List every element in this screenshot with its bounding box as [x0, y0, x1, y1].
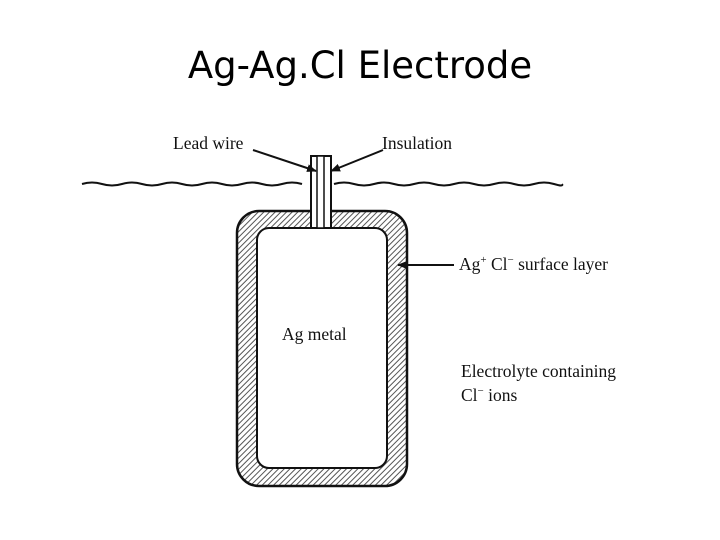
electrolyte-label-line1: Electrolyte containing: [461, 361, 616, 381]
lead-wire-arrow: [252, 149, 317, 172]
surface-layer-label: Ag+ Cl− surface layer: [459, 254, 608, 274]
insulation-arrow: [330, 149, 384, 172]
ag-metal-label: Ag metal: [282, 324, 347, 344]
electrolyte-surface-line: [81, 181, 564, 187]
lead-wire-label: Lead wire: [173, 133, 244, 153]
ag-metal-body: [256, 227, 388, 469]
electrolyte-label-line2: Cl− ions: [461, 385, 518, 405]
slide-title: Ag-Ag.Cl Electrode: [187, 44, 533, 87]
insulation-label: Insulation: [382, 133, 452, 153]
lead-wire: [316, 155, 325, 229]
